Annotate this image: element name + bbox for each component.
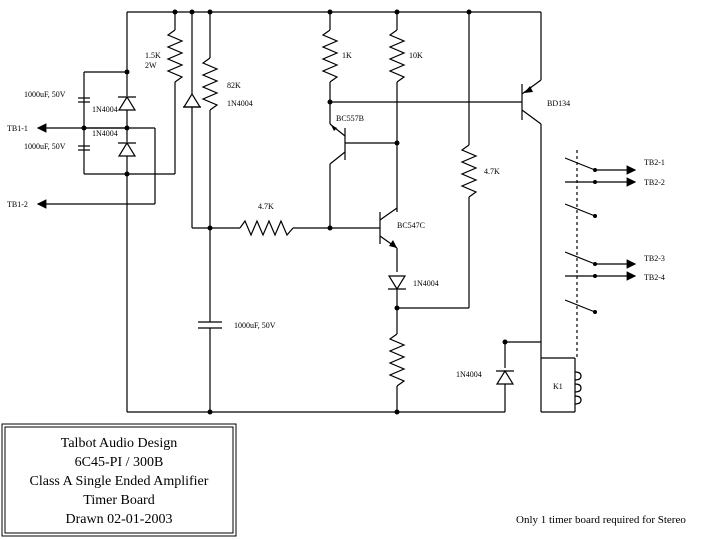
- label-r-10k: 10K: [409, 51, 423, 60]
- input-supply-section: [36, 69, 176, 209]
- label-tb1-1: TB1-1: [7, 124, 28, 133]
- label-d-bottom: 1N4004: [92, 129, 118, 138]
- resistor-10k: [388, 12, 406, 212]
- label-c-top: 1000uF, 50V: [24, 90, 66, 99]
- label-c-bottom: 1000uF, 50V: [24, 142, 66, 151]
- label-tb2-1: TB2-1: [644, 158, 665, 167]
- label-d-82k: 1N4004: [227, 99, 253, 108]
- label-r-4-7k-mid: 4.7K: [258, 202, 274, 211]
- resistor-4-7k-mid: [210, 219, 380, 237]
- title-line-5: Drawn 02-01-2003: [66, 512, 173, 527]
- diode-bottom: [117, 141, 137, 157]
- label-relay-k1: K1: [553, 382, 563, 391]
- resistor-1-5k: [166, 12, 184, 83]
- transistor-bc557b: [329, 123, 397, 228]
- capacitor-top: [78, 97, 90, 103]
- label-d-series: 1N4004: [413, 279, 439, 288]
- label-tb2-3: TB2-3: [644, 254, 665, 263]
- resistor-1k: [321, 12, 522, 124]
- label-bd134: BD134: [547, 99, 570, 108]
- label-tb1-2: TB1-2: [7, 200, 28, 209]
- label-d-relay: 1N4004: [456, 370, 482, 379]
- label-r-4-7k-right: 4.7K: [484, 167, 500, 176]
- title-block: Talbot Audio Design 6C45-PI / 300B Class…: [1, 423, 237, 537]
- label-tb2-4: TB2-4: [644, 273, 665, 282]
- diode-82k-side: [182, 12, 210, 229]
- diode-top: [117, 95, 137, 111]
- capacitor-bottom: [78, 145, 90, 151]
- title-line-1: Talbot Audio Design: [61, 436, 177, 451]
- diode-series: [387, 275, 407, 334]
- relay-k1: [495, 150, 582, 413]
- label-r-1-5k: 1.5K: [145, 51, 161, 60]
- label-bc557b: BC557B: [336, 114, 364, 123]
- label-r-82k: 82K: [227, 81, 241, 90]
- label-d-top: 1N4004: [92, 105, 118, 114]
- title-line-3: Class A Single Ended Amplifier: [30, 474, 209, 489]
- capacitor-timer: [198, 228, 222, 412]
- relay-contacts: [564, 157, 637, 314]
- transistor-bd134: [521, 12, 542, 358]
- transistor-bc547c: [379, 207, 398, 272]
- label-tb2-2: TB2-2: [644, 178, 665, 187]
- title-line-4: Timer Board: [83, 493, 154, 508]
- resistor-82k: [201, 12, 219, 228]
- stereo-note: Only 1 timer board required for Stereo: [516, 514, 686, 526]
- resistor-4-7k-right: [397, 12, 478, 309]
- label-c-timer: 1000uF, 50V: [234, 321, 276, 330]
- title-line-2: 6C45-PI / 300B: [75, 455, 164, 470]
- label-r-1-5k-w: 2W: [145, 61, 157, 70]
- label-bc547c: BC547C: [397, 221, 425, 230]
- resistor-emitter: [388, 333, 406, 412]
- label-r-1k: 1K: [342, 51, 352, 60]
